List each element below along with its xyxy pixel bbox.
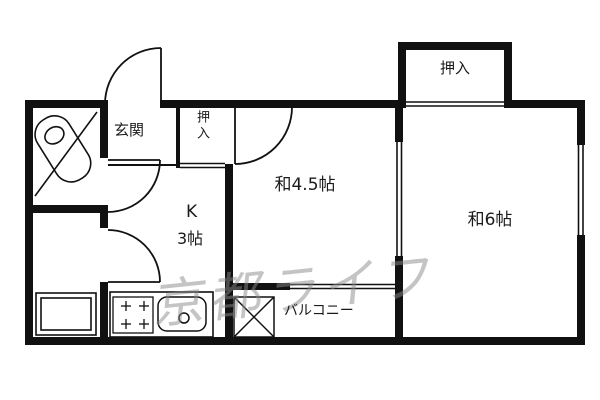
label-closet-top-right: 押入 [439, 59, 470, 77]
balcony-hatch-icon [233, 296, 275, 338]
label-kitchen-size: 3帖 [177, 229, 204, 248]
label-room-4-5: 和4.5帖 [274, 175, 336, 195]
interior-walls [25, 100, 403, 345]
label-balcony: バルコニー [284, 303, 354, 319]
label-kitchen: K [186, 202, 198, 222]
label-genkan: 玄関 [114, 121, 145, 139]
stove-icon [112, 296, 154, 334]
label-room-6: 和6帖 [467, 210, 513, 230]
outer-walls [25, 100, 585, 345]
washer-pan-icon [35, 292, 97, 336]
door-swings [104, 47, 293, 283]
sink-icon [157, 296, 207, 332]
kitchen-counter [109, 291, 214, 338]
label-closet-hall: 押入 [193, 110, 209, 142]
windows-sliding-doors [180, 101, 584, 290]
bathtub-icon [34, 111, 98, 197]
